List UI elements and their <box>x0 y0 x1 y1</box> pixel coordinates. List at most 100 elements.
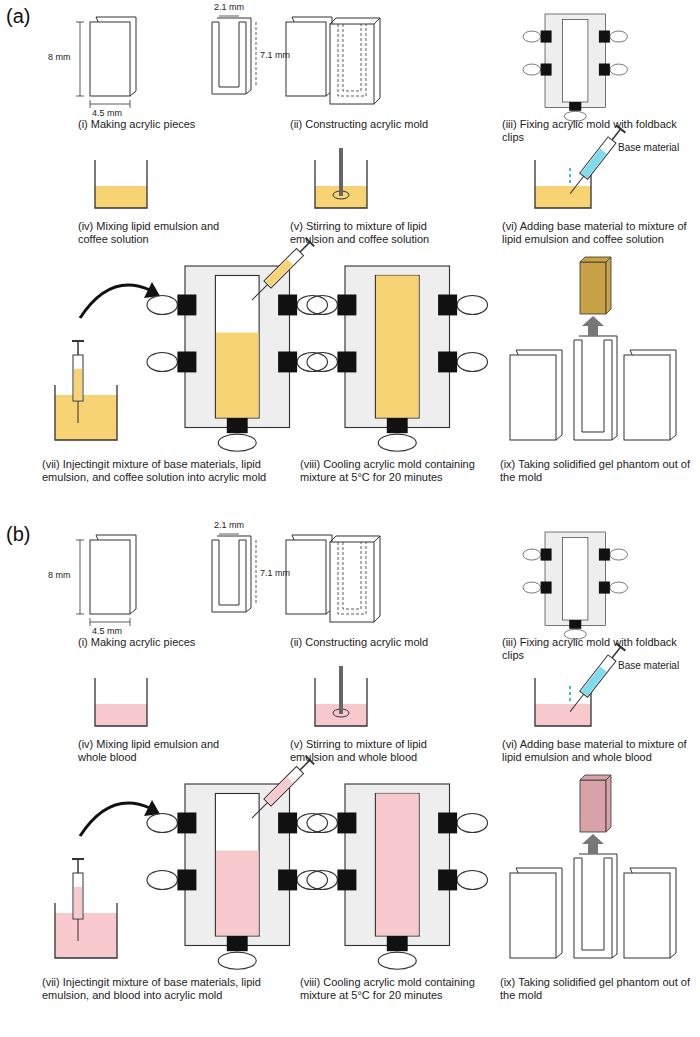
dimension-line <box>256 22 257 87</box>
mold-channel <box>215 794 259 937</box>
step-caption: (vii) Injectingit mixture of base materi… <box>42 976 277 1002</box>
dimension-line <box>219 534 239 535</box>
syringe <box>72 341 84 423</box>
foldback-clip <box>569 620 581 629</box>
syringe-barrel <box>580 655 616 697</box>
syringe-fluid <box>74 369 82 400</box>
dimension-label: 7.1 mm <box>260 568 290 579</box>
dimension-tick <box>76 22 84 23</box>
clip-handle <box>307 352 337 371</box>
clip-handle <box>378 952 416 969</box>
syringe-plunger <box>77 341 79 355</box>
liquid <box>55 395 117 440</box>
foldback-clip <box>438 352 457 373</box>
dimension-line <box>80 540 81 614</box>
mold-channel <box>375 276 419 419</box>
step-caption: (viii) Cooling acrylic mold containing m… <box>300 458 490 484</box>
syringe-fluid <box>265 777 293 805</box>
clipped-mold <box>307 266 488 451</box>
foldback-clip <box>227 936 248 951</box>
syringe-barrel <box>264 248 304 288</box>
syringe-plunger <box>612 647 621 658</box>
clip-handle <box>457 813 487 832</box>
acrylic-plate <box>624 355 670 440</box>
beaker <box>55 903 117 958</box>
assembled-mold <box>330 542 374 622</box>
mixture <box>216 851 259 936</box>
foldback-clip <box>438 813 457 834</box>
foldback-clip <box>438 295 457 316</box>
u-spacer <box>574 858 612 958</box>
foldback-clip <box>337 352 356 373</box>
syringe-needle <box>78 919 79 941</box>
clipped-mold <box>523 14 628 121</box>
syringe <box>565 643 625 715</box>
clip-handle <box>147 870 177 889</box>
clip-handle <box>378 434 416 451</box>
foldback-clip <box>541 64 552 76</box>
panel-illustration <box>55 14 676 451</box>
mold-body <box>185 784 290 946</box>
syringe-plunger <box>612 129 621 140</box>
clip-handle <box>523 31 541 42</box>
mold-body <box>545 14 606 108</box>
foldback-clip <box>337 813 356 834</box>
gel-phantom-side <box>580 780 606 832</box>
mold-channel <box>215 276 259 419</box>
dimension-line <box>90 622 130 623</box>
hidden-spacer <box>338 24 366 96</box>
step-caption: (vii) Injectingit mixture of base materi… <box>42 458 277 484</box>
mixture <box>216 333 259 418</box>
foldback-clip <box>599 31 610 43</box>
dimension-tick <box>76 614 84 615</box>
foldback-clip <box>227 418 248 433</box>
beaker <box>95 160 147 208</box>
foldback-clip <box>177 352 196 373</box>
gel-phantom-edge <box>606 257 611 314</box>
clipped-mold <box>307 784 488 969</box>
clipped-mold <box>147 784 328 969</box>
step-caption: (v) Stirring to mixture of lipid emulsio… <box>290 220 470 246</box>
foldback-clip <box>599 549 610 561</box>
foldback-clip <box>599 582 610 594</box>
syringe-fluid <box>581 667 606 696</box>
step-caption: (i) Making acrylic pieces <box>78 118 258 131</box>
clip-handle <box>523 582 541 593</box>
dimension-line <box>90 104 130 105</box>
step-caption: (v) Stirring to mixture of lipid emulsio… <box>290 738 470 764</box>
clip-handle <box>610 31 628 42</box>
foldback-clip <box>387 418 408 433</box>
syringe-needle <box>570 176 584 193</box>
foldback-clip <box>337 295 356 316</box>
step-caption: (vi) Adding base material to mixture of … <box>502 220 692 246</box>
foldback-clip <box>541 549 552 561</box>
gel-phantom-edge <box>606 775 611 832</box>
acrylic-plate <box>624 873 670 958</box>
step-caption: (ix) Taking solidified gel phantom out o… <box>500 976 690 1002</box>
foldback-clip <box>177 870 196 891</box>
foldback-clip <box>438 870 457 891</box>
stirring-rod <box>339 666 343 714</box>
transfer-arrow <box>80 803 150 836</box>
dimension-tick <box>90 100 91 108</box>
assembled-mold <box>330 536 380 622</box>
dimension-label: 8 mm <box>48 52 71 63</box>
clip-handle <box>523 549 541 560</box>
liquid <box>55 913 117 958</box>
foldback-clip <box>177 295 196 316</box>
foldback-clip <box>541 582 552 594</box>
mold-body <box>345 266 450 428</box>
gel-phantom-side <box>580 262 606 314</box>
syringe <box>565 125 625 197</box>
syringe-barrel <box>580 137 616 179</box>
syringe-barrel <box>73 873 83 919</box>
liquid <box>535 186 591 208</box>
clip-handle <box>218 952 256 969</box>
acrylic-plate <box>510 355 556 440</box>
beaker <box>95 678 147 726</box>
beaker <box>535 678 591 726</box>
clip-handle <box>523 64 541 75</box>
assembled-mold <box>330 18 380 104</box>
clip-handle <box>147 813 177 832</box>
